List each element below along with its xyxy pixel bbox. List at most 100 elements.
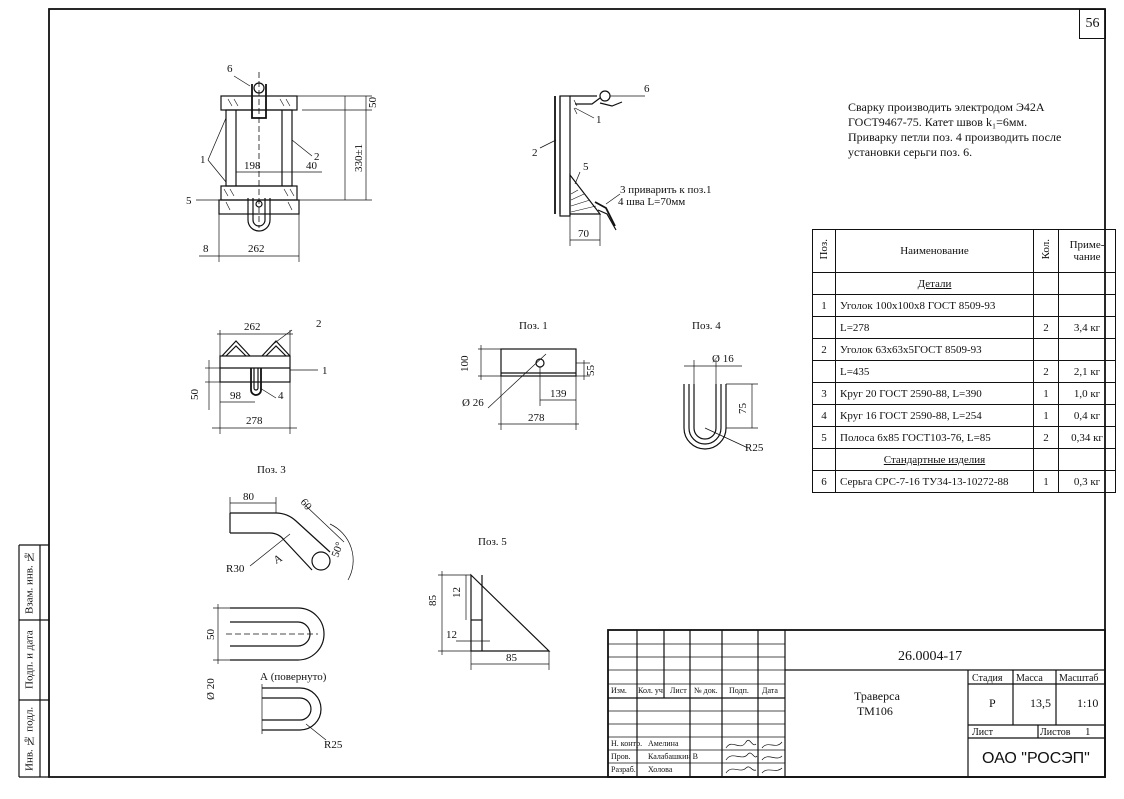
note-line: установки серьги поз. 6. — [848, 145, 973, 159]
spec-header-note: Приме- чание — [1058, 229, 1116, 273]
front-leader-5: 5 — [186, 195, 192, 207]
role-review-name: Калабашкин В — [648, 752, 698, 761]
sheet-label: Лист — [972, 727, 993, 738]
side-dim-70: 70 — [578, 228, 590, 240]
pos3-dim-80: 80 — [243, 491, 255, 503]
role-check-name: Амелина — [648, 739, 679, 748]
role-review: Пров. — [611, 752, 631, 761]
side-leader-1: 1 — [596, 114, 602, 126]
plan-dim-50: 50 — [189, 389, 201, 401]
pos3-section-a: А — [272, 552, 285, 566]
spec-header-name: Наименование — [835, 229, 1034, 273]
stage-value: Р — [989, 696, 996, 710]
sheets-value: 1 — [1085, 726, 1091, 738]
pos5-dim-85v: 85 — [427, 595, 439, 607]
plan-view — [205, 330, 297, 434]
pos3-view — [213, 497, 354, 741]
pos1-dim-100: 100 — [459, 355, 471, 372]
drawing-subtitle: ТМ106 — [857, 704, 893, 718]
col-label-sheet: Лист — [670, 686, 687, 695]
pos3-title: Поз. 3 — [257, 464, 286, 476]
pos1-dim-55: 55 — [585, 365, 597, 377]
note-line: Сварку производить электродом Э42А — [848, 100, 1045, 114]
pos3-dim-angle: 50° — [330, 540, 347, 559]
mass-value: 13,5 — [1030, 696, 1051, 710]
specification-table: Поз. Наименование Кол. Приме- чание Дета… — [812, 229, 1116, 493]
side-leader-5: 5 — [583, 161, 589, 173]
pos1-view — [478, 345, 590, 430]
drawing-labels: 6 1 2 5 198 40 8 262 50 330±1 6 1 2 5 3 … — [186, 63, 764, 751]
pos1-dim-278: 278 — [528, 412, 545, 424]
front-view — [199, 72, 372, 262]
spec-section-row: Детали — [812, 272, 1116, 295]
pos3-dim-60: 60 — [298, 496, 315, 512]
side-view — [554, 90, 623, 246]
pos1-title: Поз. 1 — [519, 320, 548, 332]
spec-header-qty: Кол. — [1033, 229, 1059, 273]
side-leader-6: 6 — [644, 83, 650, 95]
note-line: Приварку петли поз. 4 производить после — [848, 130, 1062, 144]
pos4-view — [683, 360, 758, 450]
spec-section-standard: Стандартные изделия — [835, 448, 1034, 471]
side-stamp-sign: Подп. и дата — [23, 630, 36, 690]
plan-leader-4: 4 — [278, 390, 284, 402]
weld-callout-2: 4 шва L=70мм — [618, 196, 685, 208]
front-leader-6: 6 — [227, 63, 233, 75]
pos3-dim-r30: R30 — [226, 563, 245, 575]
plan-leader-1: 1 — [322, 365, 328, 377]
role-author-name: Холова — [648, 765, 673, 774]
sheets-label: Листов — [1040, 727, 1071, 738]
spec-section-row: Стандартные изделия — [812, 448, 1116, 471]
side-leader-2: 2 — [532, 147, 538, 159]
pos1-dim-139: 139 — [550, 388, 567, 400]
plan-dim-98: 98 — [230, 390, 242, 402]
col-label-doc: № док. — [694, 686, 718, 695]
front-dim-262: 262 — [248, 243, 265, 255]
front-dim-50: 50 — [367, 97, 379, 109]
scale-value: 1:10 — [1077, 696, 1099, 710]
role-author: Разраб. — [611, 765, 636, 774]
title-block-frame — [607, 629, 1106, 778]
role-check: Н. контр. — [611, 739, 643, 748]
pos5-view — [438, 571, 551, 670]
drawing-title: Траверса — [854, 689, 900, 703]
col-label-date: Дата — [762, 686, 778, 695]
scale-label: Масштаб — [1059, 673, 1099, 684]
side-stamp-inv: Инв. № подл. — [23, 706, 36, 771]
front-dim-8: 8 — [203, 243, 209, 255]
technical-notes: Сварку производить электродом Э42А ГОСТ9… — [848, 100, 1088, 160]
title-block: Изм. Кол. уч. Лист № док. Подп. Дата Н. … — [608, 630, 1105, 778]
spec-section-details: Детали — [835, 272, 1034, 295]
col-label-count: Кол. уч. — [638, 686, 665, 695]
mass-label: Масса — [1016, 673, 1043, 684]
sheet-number: 56 — [1079, 9, 1106, 39]
pos5-dim-85h: 85 — [506, 652, 518, 664]
spec-header-pos: Поз. — [812, 229, 836, 273]
pos1-dim-26: Ø 26 — [462, 397, 484, 409]
plan-dim-278: 278 — [246, 415, 263, 427]
document-number: 26.0004-17 — [898, 649, 963, 664]
plan-dim-262: 262 — [244, 321, 261, 333]
company-name: ОАО "РОСЭП" — [982, 750, 1090, 767]
weld-callout-1: 3 приварить к поз.1 — [620, 184, 712, 196]
view-a-title: А (повернуто) — [260, 671, 327, 683]
pos3-dim-50: 50 — [205, 629, 217, 641]
col-label-sign: Подп. — [729, 686, 749, 695]
note-line: ГОСТ9467-75. Катет швов k₁=6мм. — [848, 115, 1028, 129]
front-leader-1: 1 — [200, 154, 206, 166]
spec-header-row: Поз. Наименование Кол. Приме- чание — [812, 229, 1116, 273]
pos4-title: Поз. 4 — [692, 320, 721, 332]
side-stamp-replace: Взам. инв. № — [23, 550, 36, 615]
pos3-dim-r25: R25 — [324, 739, 343, 751]
plan-leader-2: 2 — [316, 318, 322, 330]
pos3-dim-20: Ø 20 — [205, 678, 217, 700]
pos4-dim-16: Ø 16 — [712, 353, 734, 365]
